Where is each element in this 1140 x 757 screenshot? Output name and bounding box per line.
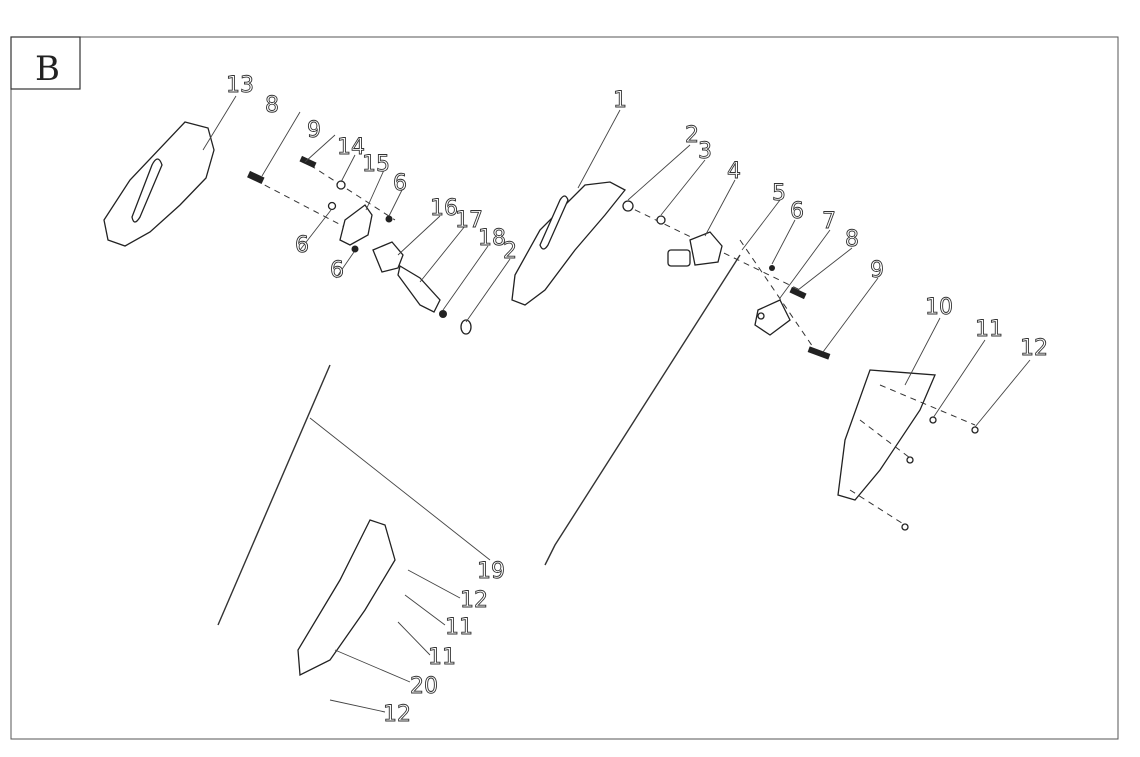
- callout-13: 13: [226, 73, 254, 98]
- callout-19: 19: [477, 559, 505, 584]
- callout-20: 20: [410, 674, 438, 699]
- callout-6: 6: [295, 233, 309, 258]
- callout-12: 12: [1020, 336, 1048, 361]
- callout-8: 8: [265, 93, 279, 118]
- callout-17: 17: [455, 208, 483, 233]
- callout-7: 7: [822, 209, 836, 234]
- part-10-bracket: [837, 317, 1031, 531]
- callout-9: 9: [870, 258, 884, 283]
- left-switch-assembly: [247, 111, 511, 335]
- callout-16: 16: [430, 196, 458, 221]
- part-13-handle-cover: [103, 95, 237, 247]
- part-1-handle-cover: [511, 109, 626, 306]
- right-switch-assembly: [622, 144, 879, 360]
- callout-6: 6: [393, 171, 407, 196]
- callout-11: 11: [445, 615, 473, 640]
- callout-18: 18: [478, 226, 506, 251]
- part-20-bracket: [297, 519, 461, 713]
- callout-5: 5: [772, 181, 786, 206]
- callout-2: 2: [685, 123, 699, 148]
- callout-1: 1: [613, 88, 627, 113]
- callout-10: 10: [925, 295, 953, 320]
- callout-11: 11: [975, 317, 1003, 342]
- callout-12: 12: [383, 702, 411, 727]
- callout-11: 11: [428, 645, 456, 670]
- callout-9: 9: [307, 118, 321, 143]
- callout-6: 6: [790, 199, 804, 224]
- drawing-frame: [10, 36, 1119, 740]
- callout-6: 6: [330, 258, 344, 283]
- callout-8: 8: [845, 227, 859, 252]
- callout-15: 15: [362, 152, 390, 177]
- section-box: [10, 36, 81, 90]
- callout-2: 2: [503, 239, 517, 264]
- section-letter: B: [35, 49, 60, 89]
- callout-12: 12: [460, 588, 488, 613]
- callout-4: 4: [727, 159, 741, 184]
- cables: [217, 199, 781, 626]
- callout-3: 3: [698, 139, 712, 164]
- callout-14: 14: [337, 135, 365, 160]
- callout-labels: 13 8 9 14 15 6 6 6 16 17 18 2 1 2 3 4 5 …: [226, 73, 1049, 728]
